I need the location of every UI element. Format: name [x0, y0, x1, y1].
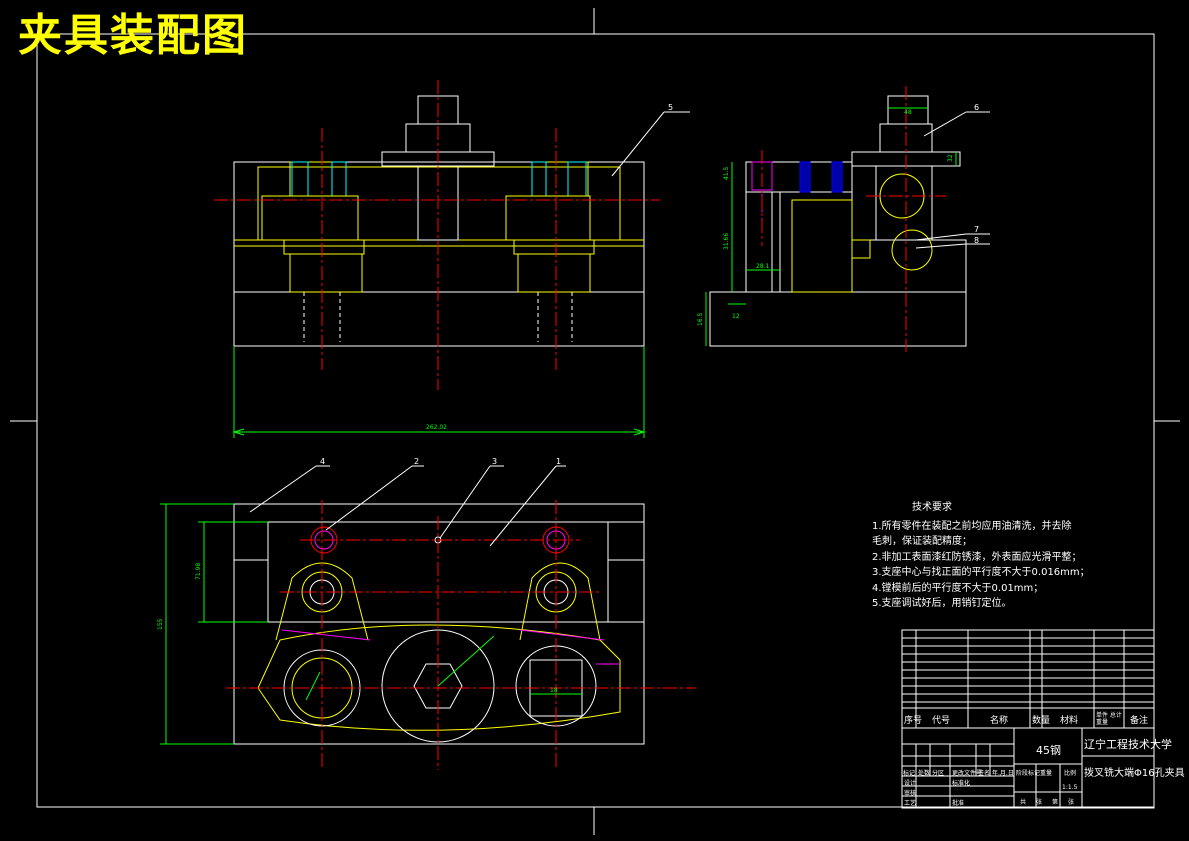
bom-header-remark: 备注 — [1130, 716, 1149, 726]
tech-requirement-item: 5.支座调试好后，用销钉定位。 — [872, 598, 1012, 609]
tech-requirement-item: 3.支座中心与找正面的平行度不大于0.016mm； — [872, 567, 1090, 578]
sign-standard: 标准化 — [952, 780, 971, 787]
balloon-side-6: 6 — [974, 103, 979, 112]
tech-requirements-heading: 技术要求 — [912, 502, 952, 513]
stage-label: 阶段标记 — [1016, 770, 1041, 777]
sheet-total-prefix: 共 — [1020, 799, 1027, 806]
rev-label-count: 处数 — [918, 770, 931, 777]
sheet-no-suffix: 张 — [1068, 799, 1075, 806]
dim-side-foot: 12 — [732, 313, 740, 320]
side-view — [705, 86, 990, 352]
balloon-side-7: 7 — [974, 225, 979, 234]
tech-requirement-item: 2.非加工表面漆红防锈漆，外表面应光滑平整； — [872, 551, 1082, 563]
dim-front-width: 262.02 — [426, 424, 447, 431]
dim-plan-height: 155 — [157, 618, 164, 630]
bom-header-qty: 数量 — [1032, 716, 1051, 726]
sign-process: 工艺 — [904, 800, 917, 807]
tech-requirement-item: 4.镗模前后的平行度不大于0.01mm； — [872, 582, 1044, 594]
tech-requirement-item: 毛刺，保证装配精度； — [872, 536, 972, 547]
dim-side-height-b: 31.66 — [723, 233, 730, 250]
scale-value: 1:1.5 — [1062, 784, 1078, 791]
dim-plan-slot: 18 — [550, 687, 558, 694]
rev-label-doc: 更改文件号 — [952, 770, 983, 777]
drawing-title: 夹具装配图 — [18, 10, 248, 61]
balloon-plan-1: 1 — [556, 457, 561, 466]
tech-requirement-item: 1.所有零件在装配之前均应用油清洗，并去除 — [872, 520, 1072, 532]
sign-review: 审核 — [904, 790, 917, 797]
dim-side-base: 16.5 — [697, 312, 704, 326]
dim-side-right: 32 — [947, 154, 954, 162]
bom-header-name: 名称 — [990, 716, 1009, 726]
balloon-plan-3: 3 — [492, 457, 497, 466]
balloon-side-8: 8 — [974, 236, 979, 245]
tech-requirements: 技术要求 1.所有零件在装配之前均应用油清洗，并去除 毛刺，保证装配精度； 2.… — [872, 500, 1090, 612]
scale-label: 比例 — [1064, 770, 1077, 777]
sign-design: 设计 — [904, 780, 917, 787]
balloon-plan-4: 4 — [320, 457, 325, 466]
front-view — [214, 80, 690, 438]
rev-label-mark: 标记 — [903, 770, 916, 777]
rev-label-zone: 分区 — [932, 770, 945, 777]
dim-plan-inner: 71.98 — [195, 563, 202, 580]
dim-side-top: 48 — [904, 109, 912, 116]
bom-header-weight: 单件 总计 重量 — [1096, 712, 1122, 726]
dim-side-step: 28.1 — [756, 263, 770, 270]
title-school: 辽宁工程技术大学 — [1084, 738, 1172, 751]
title-material: 45钢 — [1036, 744, 1061, 757]
title-block — [901, 629, 1155, 809]
balloon-plan-2: 2 — [414, 457, 419, 466]
weight-label: 重量 — [1040, 770, 1053, 777]
title-part-name: 拨叉铣大端Φ16孔夹具 — [1084, 768, 1185, 779]
rev-label-date: 年.月.日 — [992, 770, 1014, 777]
plan-view — [160, 465, 696, 770]
sign-approve: 批准 — [952, 800, 965, 807]
balloon-front-5: 5 — [668, 103, 673, 112]
bom-header-code: 代号 — [932, 716, 951, 726]
sheet-total-suffix: 张 — [1036, 799, 1043, 806]
rev-label-sign: 签名 — [978, 770, 991, 777]
dim-side-height-a: 41.5 — [723, 166, 730, 180]
bom-header-index: 序号 — [904, 716, 923, 726]
sheet-no-prefix: 第 — [1052, 799, 1059, 806]
bom-header-material: 材料 — [1060, 716, 1079, 726]
